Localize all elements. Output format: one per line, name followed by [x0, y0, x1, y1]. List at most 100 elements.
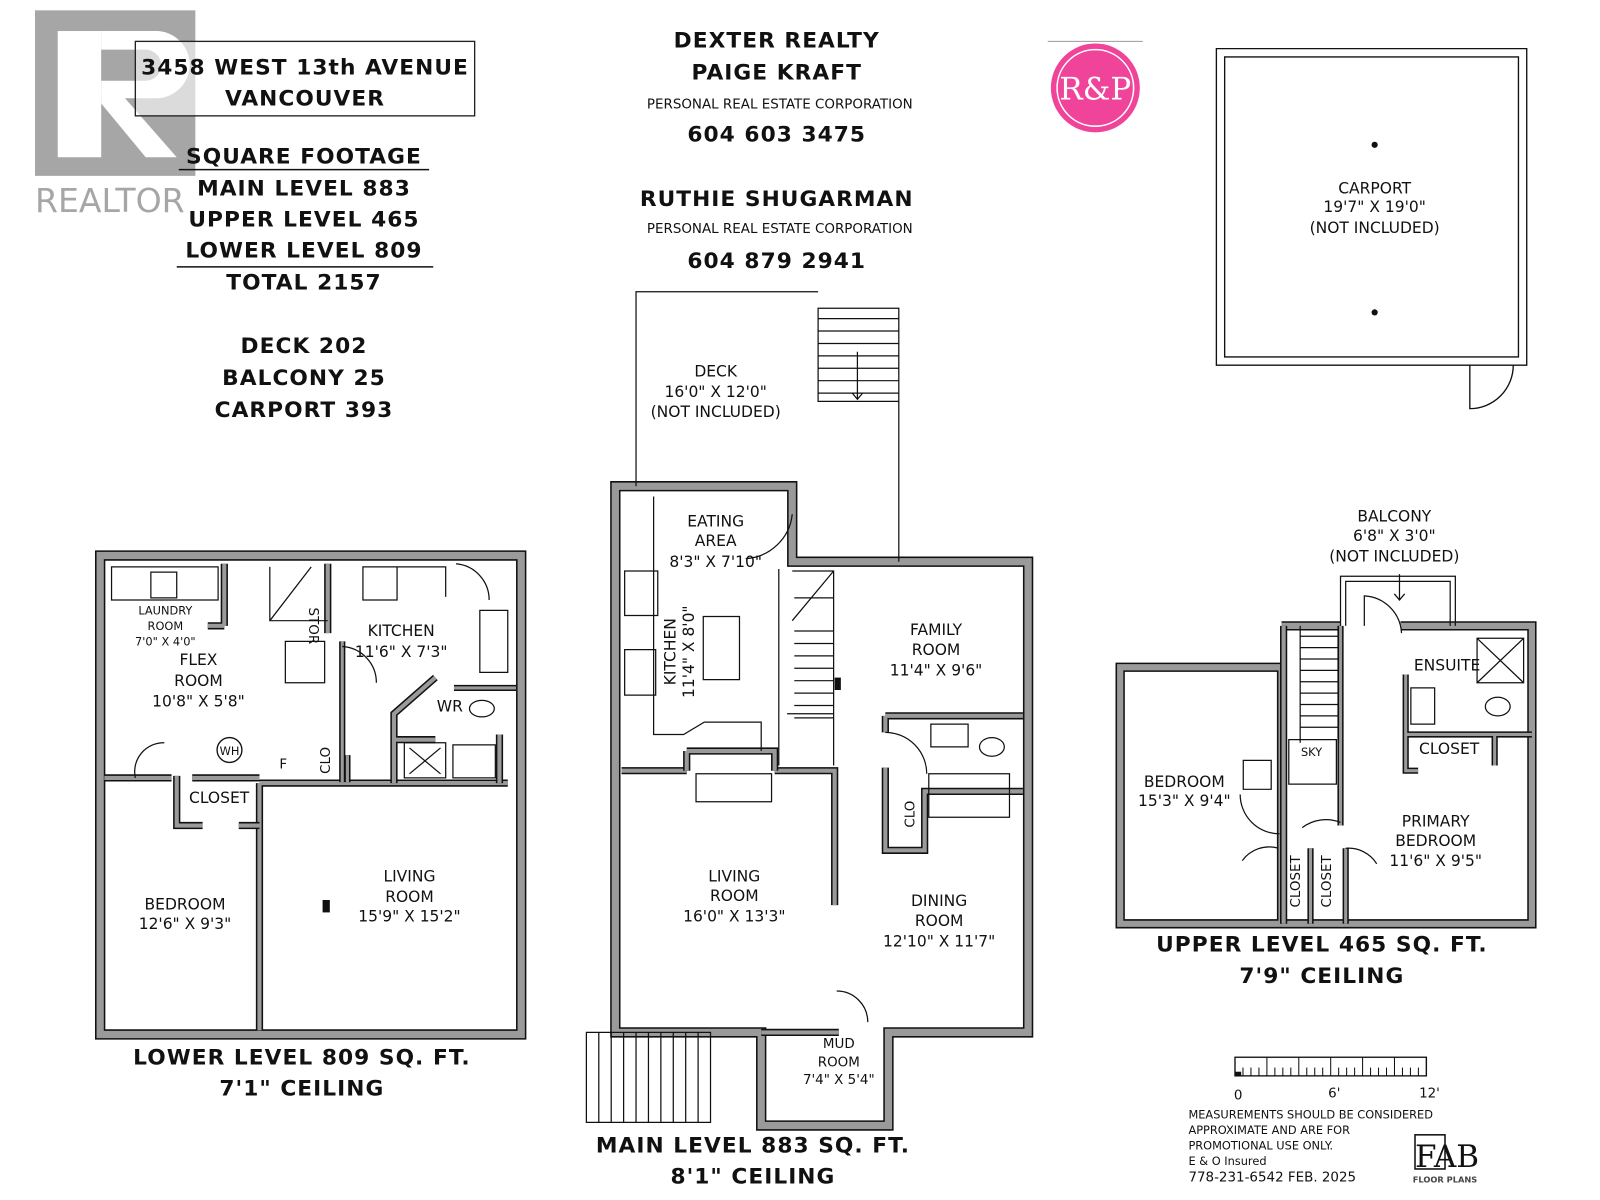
sqft-total: TOTAL 2157: [226, 271, 381, 296]
scale-label: 12': [1419, 1087, 1440, 1102]
room-label: DECK: [694, 363, 738, 381]
room-label: ROOM: [912, 641, 961, 659]
room-size: 10'8" X 5'8": [152, 693, 245, 711]
rp-logo: R&P: [1047, 40, 1143, 133]
sqft-heading: SQUARE FOOTAGE: [186, 144, 422, 169]
square-footage: SQUARE FOOTAGE MAIN LEVEL 883 UPPER LEVE…: [176, 144, 434, 423]
room-label: ROOM: [818, 1056, 860, 1071]
room-label: FLEX: [179, 651, 217, 669]
furnace-label: F: [279, 758, 287, 773]
lower-level-plan: LAUNDRY ROOM 7'0" X 4'0" FLEX ROOM 10'8"…: [133, 603, 471, 1102]
fab-logo-text: FAB: [1415, 1139, 1479, 1175]
room-label: LIVING: [708, 867, 760, 885]
room-size: 7'4" X 5'4": [803, 1073, 875, 1088]
room-label: ROOM: [148, 619, 184, 633]
room-label: BEDROOM: [145, 895, 226, 913]
sqft-upper: UPPER LEVEL 465: [188, 208, 419, 233]
room-size: 15'3" X 9'4": [1138, 792, 1231, 810]
scale-label: 6': [1328, 1087, 1340, 1102]
scale-bar: 0 6' 12': [1234, 1056, 1440, 1104]
carport-plan: CARPORT 19'7" X 19'0" (NOT INCLUDED): [1215, 47, 1528, 410]
agent2-name: RUTHIE SHUGARMAN: [640, 187, 914, 212]
agent-info: DEXTER REALTY PAIGE KRAFT PERSONAL REAL …: [640, 29, 914, 274]
room-label: BALCONY: [1357, 507, 1431, 525]
agent1-name: PAIGE KRAFT: [692, 61, 862, 86]
water-heater-label: WH: [220, 744, 240, 758]
skylight-label: SKY: [1301, 745, 1322, 759]
room-label: BEDROOM: [1395, 832, 1476, 850]
agent1-phone: 604 603 3475: [687, 123, 866, 148]
carport-label: CARPORT: [1338, 179, 1411, 197]
sqft-carport: CARPORT 393: [215, 398, 394, 423]
room-label: STOR: [305, 608, 320, 645]
room-label: BEDROOM: [1144, 773, 1225, 791]
room-label: AREA: [695, 532, 737, 550]
sqft-deck: DECK 202: [241, 334, 368, 359]
address-line2: VANCOUVER: [225, 87, 385, 112]
lower-level-title: LOWER LEVEL 809 SQ. FT.: [133, 1045, 471, 1070]
sqft-balcony: BALCONY 25: [222, 366, 386, 391]
room-label: PRIMARY: [1402, 813, 1470, 831]
brokerage-name: DEXTER REALTY: [674, 29, 880, 54]
room-label: ROOM: [915, 912, 964, 930]
scale-label: 0: [1234, 1089, 1243, 1104]
room-label: KITCHEN: [368, 622, 435, 640]
room-label: CLO: [319, 747, 334, 774]
room-label: WR: [437, 698, 463, 716]
upper-level-title: UPPER LEVEL 465 SQ. FT.: [1156, 933, 1488, 958]
main-level-title: MAIN LEVEL 883 SQ. FT.: [596, 1133, 910, 1158]
room-label: MUD: [823, 1037, 855, 1052]
room-label: FAMILY: [910, 621, 963, 639]
upper-level-ceiling: 7'9" CEILING: [1239, 964, 1404, 989]
disclaimer: MEASUREMENTS SHOULD BE CONSIDERED APPROX…: [1188, 1107, 1433, 1185]
room-label: LIVING: [383, 867, 435, 885]
room-label: ROOM: [174, 672, 223, 690]
room-label: LAUNDRY: [138, 603, 192, 617]
address-line1: 3458 WEST 13th AVENUE: [141, 55, 469, 80]
room-size: 7'0" X 4'0": [135, 635, 196, 649]
agent2-corp: PERSONAL REAL ESTATE CORPORATION: [647, 222, 913, 237]
carport-size: 19'7" X 19'0": [1323, 198, 1425, 216]
disclaimer-line: APPROXIMATE AND ARE FOR: [1188, 1123, 1350, 1137]
contact-date: 778-231-6542 FEB. 2025: [1188, 1170, 1356, 1185]
realtor-logo-text: REALTOR: [35, 181, 185, 220]
room-size: 15'9" X 15'2": [358, 908, 460, 926]
room-label: CLO: [903, 801, 918, 828]
room-label: CLOSET: [189, 789, 250, 807]
sqft-lower: LOWER LEVEL 809: [185, 239, 422, 264]
main-level-ceiling: 8'1" CEILING: [670, 1164, 835, 1189]
room-size: 11'4" X 8'0": [680, 605, 698, 698]
room-note: (NOT INCLUDED): [1329, 548, 1459, 566]
fixtures: [110, 291, 1525, 1124]
fab-logo-subtitle: FLOOR PLANS: [1413, 1174, 1478, 1184]
upper-level-plan: BALCONY 6'8" X 3'0" (NOT INCLUDED) ENSUI…: [1138, 507, 1488, 989]
room-size: 11'6" X 9'5": [1389, 852, 1482, 870]
agent1-corp: PERSONAL REAL ESTATE CORPORATION: [647, 98, 913, 113]
room-note: (NOT INCLUDED): [651, 403, 781, 421]
room-label: CLOSET: [1419, 740, 1480, 758]
room-size: 8'3" X 7'10": [669, 553, 762, 571]
room-label: ENSUITE: [1414, 656, 1480, 674]
room-size: 11'6" X 7'3": [355, 643, 448, 661]
rp-logo-text: R&P: [1059, 71, 1131, 107]
carport-note: (NOT INCLUDED): [1310, 219, 1440, 237]
room-label: DINING: [911, 892, 967, 910]
agent2-phone: 604 879 2941: [687, 249, 866, 274]
room-size: 16'0" X 12'0": [664, 383, 766, 401]
disclaimer-line: MEASUREMENTS SHOULD BE CONSIDERED: [1188, 1107, 1433, 1121]
room-size: 6'8" X 3'0": [1353, 527, 1436, 545]
room-label: CLOSET: [1289, 854, 1304, 907]
insured-note: E & O Insured: [1188, 1154, 1266, 1168]
walls: [95, 481, 1537, 1131]
fab-logo: FAB FLOOR PLANS: [1413, 1134, 1479, 1184]
room-label: ROOM: [710, 887, 759, 905]
room-size: 11'4" X 9'6": [890, 662, 983, 680]
room-size: 12'10" X 11'7": [883, 933, 995, 951]
main-level-plan: DECK 16'0" X 12'0" (NOT INCLUDED) EATING…: [596, 363, 995, 1190]
room-label: KITCHEN: [661, 618, 679, 685]
address-box: [134, 40, 476, 117]
lower-level-ceiling: 7'1" CEILING: [219, 1077, 384, 1102]
sqft-main: MAIN LEVEL 883: [197, 177, 411, 202]
disclaimer-line: PROMOTIONAL USE ONLY.: [1188, 1138, 1333, 1152]
